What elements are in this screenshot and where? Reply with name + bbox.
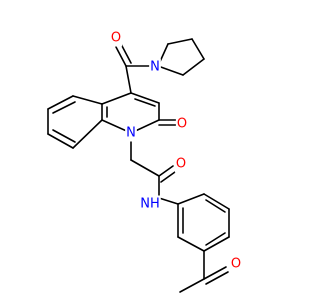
bond-lines	[47, 38, 230, 293]
pyrrolidine-nitrogen-label: N	[150, 60, 160, 75]
bond	[177, 193, 205, 205]
label-backdrop	[125, 124, 137, 142]
bond	[120, 43, 132, 64]
bond	[158, 197, 179, 205]
bond	[205, 232, 226, 246]
bond	[47, 95, 74, 110]
bond	[101, 92, 132, 105]
bond	[47, 133, 74, 149]
bond	[205, 199, 226, 213]
bond	[115, 46, 127, 67]
bond	[182, 58, 205, 76]
bond	[157, 65, 184, 76]
bond	[203, 193, 230, 210]
label-backdrop	[139, 195, 161, 213]
bond	[72, 119, 103, 149]
bond	[177, 236, 205, 252]
label-backdrop	[149, 58, 161, 76]
bond	[191, 38, 205, 60]
bond	[203, 266, 227, 280]
label-backdrop	[109, 29, 123, 47]
bond	[72, 95, 103, 105]
molecule-drawing: O N O N O NH O	[47, 29, 243, 293]
bond	[167, 38, 193, 45]
bond	[203, 236, 230, 252]
ketone-oxygen-label: O	[111, 31, 121, 46]
label-backdrop	[175, 115, 189, 133]
bond	[179, 278, 205, 293]
amide-oxygen-label: O	[176, 157, 186, 172]
quinolinone-nitrogen-label: N	[126, 126, 136, 141]
label-backdrop	[174, 155, 188, 173]
bond	[158, 165, 174, 177]
bond	[160, 171, 176, 183]
lactam-oxygen-label: O	[177, 117, 187, 132]
structure-diagram: O N O N O NH O	[47, 29, 243, 293]
label-backdrop	[229, 255, 243, 273]
bond	[52, 129, 76, 143]
bond	[205, 271, 229, 285]
amide-nitrogen-label: NH	[140, 197, 160, 212]
bond	[134, 98, 156, 107]
bond	[52, 101, 76, 114]
bond	[130, 92, 160, 104]
bond	[130, 159, 160, 177]
atom-labels: O N O N O NH O	[109, 29, 243, 273]
bond	[125, 65, 132, 94]
acetyl-oxygen-label: O	[231, 257, 241, 272]
